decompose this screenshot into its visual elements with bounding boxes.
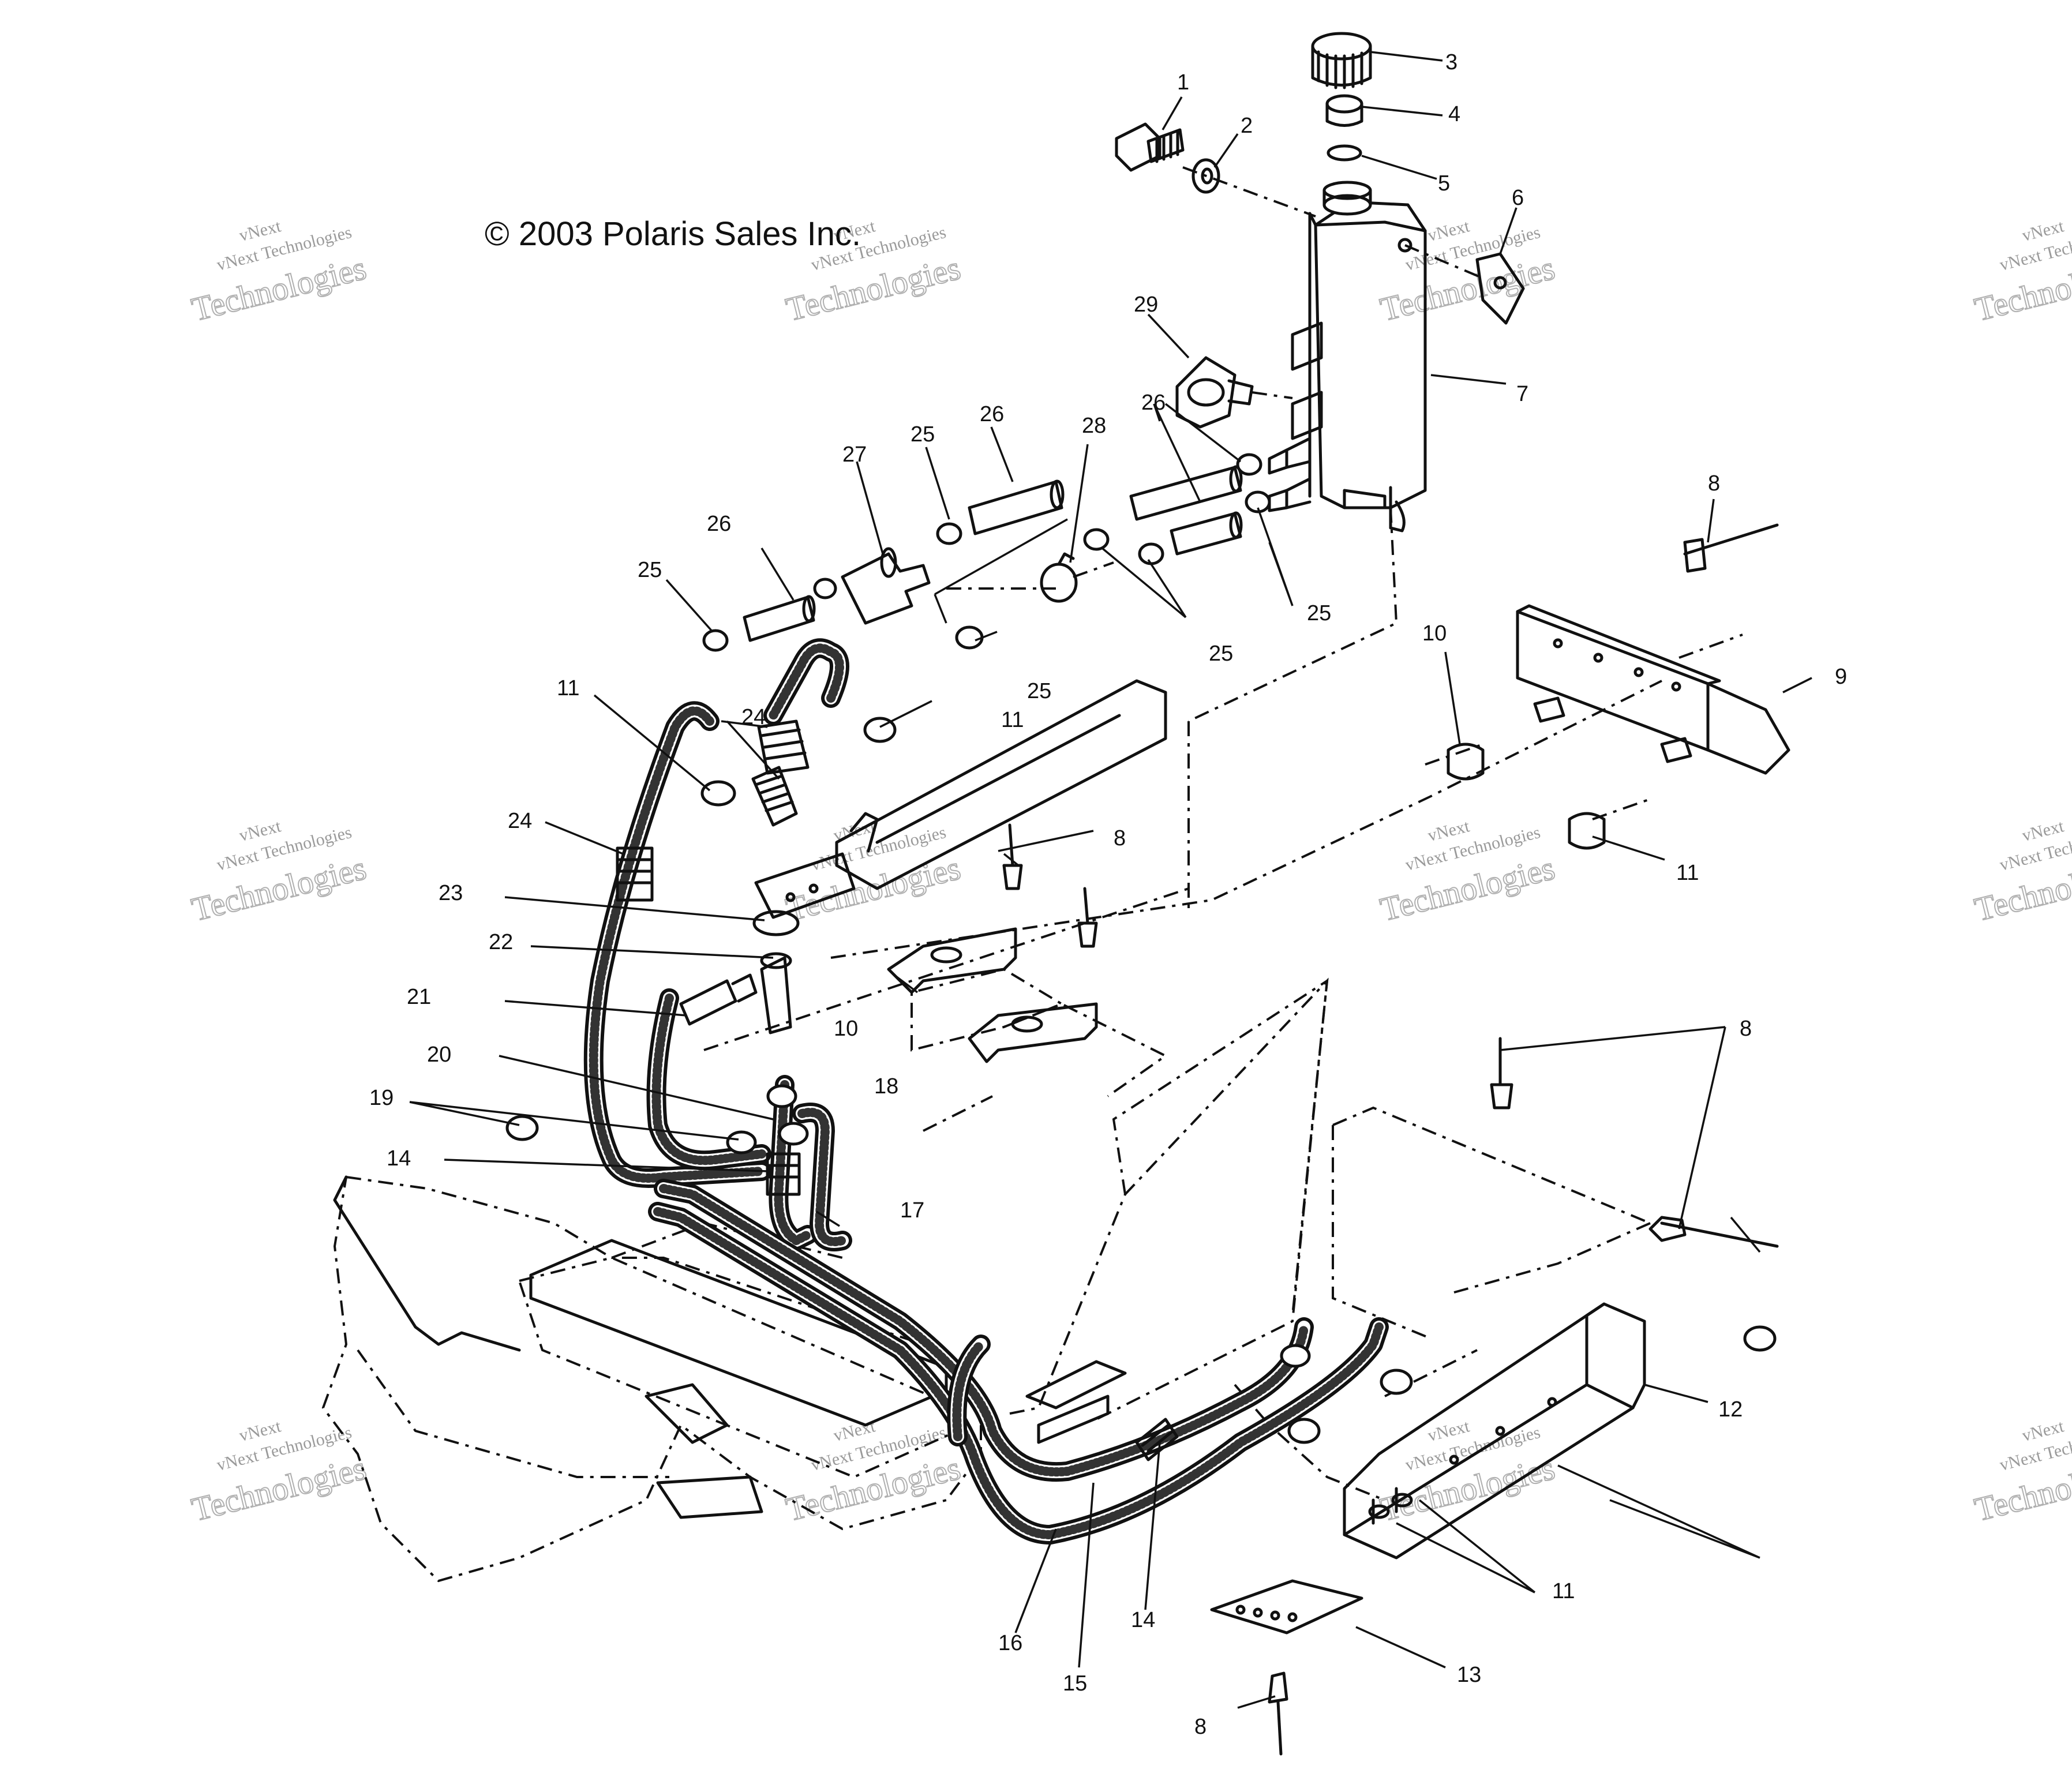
watermarks: vNext vNext Technologies Technologies vN… [188,216,2072,1529]
callout-11-center: 11 [1001,708,1024,732]
watermark: vNext vNext Technologies Technologies [1970,216,2072,329]
watermark: vNext vNext Technologies Technologies [188,1416,370,1529]
callout-14-bottom: 14 [1131,1608,1155,1632]
callout-6: 6 [1512,186,1524,210]
brackets [887,927,1098,1063]
valve-axis [1252,391,1293,399]
callout-25-left: 25 [638,558,662,582]
bolt-axis [1182,166,1316,218]
callout-1: 1 [1177,70,1189,95]
callout-10-left: 10 [834,1017,858,1041]
callout-8-right: 8 [1740,1017,1752,1041]
callout-25-right: 25 [1307,601,1331,625]
bleeder-fittings [679,852,856,1034]
watermark: vNext vNext Technologies Technologies [782,1416,965,1529]
callout-16: 16 [998,1631,1022,1655]
callout-25-mid: 25 [1209,642,1233,666]
callout-18: 18 [874,1074,898,1099]
callout-11-bottom: 11 [1552,1579,1575,1603]
callout-23: 23 [439,881,463,905]
hose-segments [743,465,1243,642]
svg-text:Technologies: Technologies [782,1449,964,1528]
callout-10-right: 10 [1422,621,1447,646]
callout-29: 29 [1134,293,1158,317]
callout-26-right: 26 [1141,391,1166,415]
leader-lines [409,51,1812,1709]
check-valve [1040,552,1078,603]
watermark: vNext vNext Technologies Technologies [188,216,370,329]
svg-text:Technologies: Technologies [1377,249,1558,328]
reservoir-cap [1311,32,1372,89]
callout-13: 13 [1457,1663,1481,1687]
coolant-hoses [583,638,1389,1545]
hose-couplers [616,766,1179,1461]
mounting-plate [1516,604,1790,775]
callout-15: 15 [1063,1671,1087,1696]
support-rail [1343,1302,1646,1560]
callout-25-low: 25 [1027,679,1051,703]
callout-26-left: 26 [707,512,731,536]
watermark: vNext vNext Technologies Technologies [1970,816,2072,929]
rivets [1002,523,1779,1756]
callout-2: 2 [1241,114,1253,138]
coolant-reservoir [1291,181,1427,533]
skid-plate [1210,1579,1363,1635]
callout-21: 21 [407,985,431,1009]
svg-text:Technologies: Technologies [1377,849,1558,928]
upper-coupler [757,719,810,775]
hose-bracket [835,679,1167,890]
callout-26-top: 26 [980,402,1004,426]
callout-17: 17 [900,1198,924,1223]
small-clamps [505,717,1777,1444]
reservoir-neck [1325,94,1363,127]
tee-connector [841,547,931,625]
callout-7: 7 [1516,382,1528,406]
svg-text:Technologies: Technologies [188,249,370,328]
plate-clamps [1425,743,1651,850]
callout-24-center: 24 [741,705,766,729]
callout-20: 20 [427,1043,451,1067]
callout-11-left: 11 [557,676,579,700]
bracket-line [934,518,1068,624]
upper-coupler-ribs [760,728,807,760]
callout-labels: 1 2 3 4 5 6 7 8 8 8 8 9 10 10 11 11 11 1… [369,50,1847,1739]
callout-9: 9 [1835,665,1847,689]
watermark: vNext vNext Technologies Technologies [1376,816,1559,929]
callout-12: 12 [1718,1397,1743,1422]
callout-4: 4 [1448,102,1460,126]
clip-axis [1404,244,1481,278]
callout-5: 5 [1438,171,1450,196]
svg-text:Technologies: Technologies [782,249,964,328]
callout-11-right: 11 [1676,861,1699,885]
vent-valve [1175,356,1254,429]
o-ring [1327,144,1362,162]
svg-text:Technologies: Technologies [1377,1449,1558,1528]
hose-clamps [702,453,1271,652]
watermark: vNext vNext Technologies Technologies [1376,216,1559,329]
watermark: vNext vNext Technologies Technologies [1970,1416,2072,1529]
callout-8-top: 8 [1708,471,1720,496]
watermark: vNext vNext Technologies Technologies [188,816,370,929]
callout-3: 3 [1445,50,1457,74]
retainer-clip [1475,252,1525,325]
svg-text:Technologies: Technologies [188,1449,370,1528]
callout-22: 22 [489,930,513,954]
callout-8-mid: 8 [1114,826,1126,850]
callout-27: 27 [842,443,867,467]
tube-axis [946,561,1114,590]
callout-24-left: 24 [508,809,532,833]
bolt [1115,122,1185,172]
callout-28: 28 [1082,414,1106,438]
callout-19: 19 [369,1086,394,1110]
svg-text:Technologies: Technologies [188,849,370,928]
callout-8-bottom: 8 [1194,1715,1207,1739]
callout-14-left: 14 [387,1146,411,1171]
reservoir-fittings [1268,437,1312,512]
callout-25-top: 25 [911,422,935,447]
copyright-notice: © 2003 Polaris Sales Inc. [485,215,861,253]
